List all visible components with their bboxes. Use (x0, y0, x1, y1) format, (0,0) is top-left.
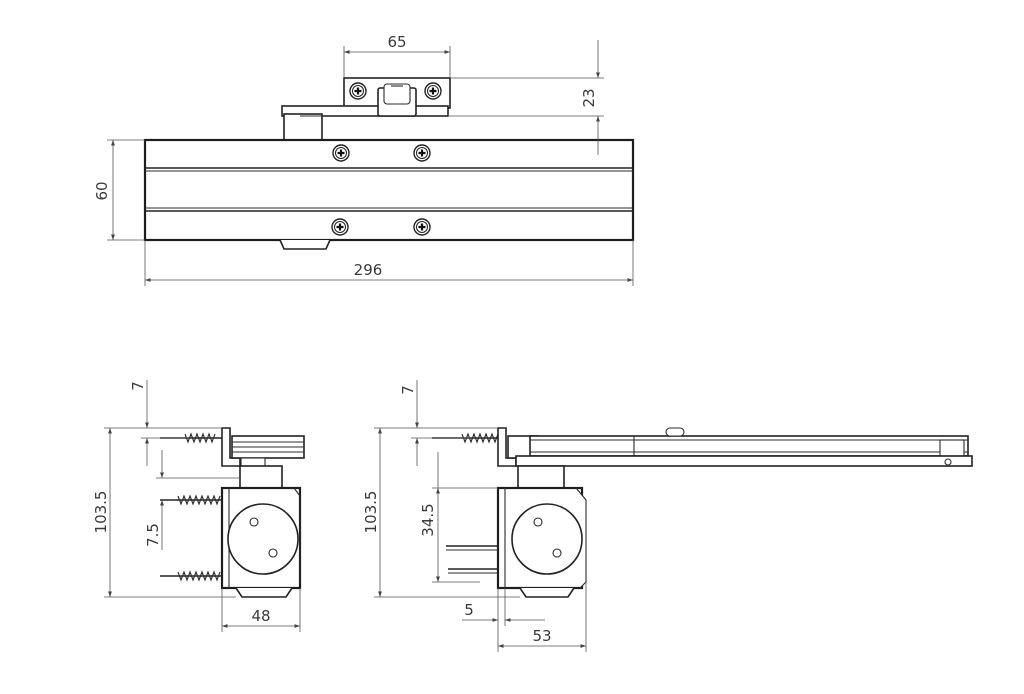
dim-label: 7 (399, 385, 417, 395)
dim-label: 48 (251, 607, 270, 625)
dim-label: 7.5 (144, 523, 162, 547)
closer-arm (515, 427, 973, 467)
wood-screws (432, 432, 500, 574)
dim-label: 23 (580, 88, 598, 107)
dim-body-length: 296 (144, 240, 634, 286)
bracket-screw-right-icon (423, 81, 443, 101)
dim-right-total-height: 103.5 (362, 427, 520, 598)
dim-bracket-height: 23 (448, 40, 604, 155)
dim-label: 65 (387, 33, 406, 51)
dim-right-body-depth: 53 (498, 582, 587, 652)
body-screw-icon (412, 143, 432, 163)
bracket-screw-left-icon (348, 81, 368, 101)
body-screw-icon (330, 217, 350, 237)
dim-left-top-offset: 7 (129, 380, 190, 466)
dim-label: 296 (354, 261, 383, 279)
dim-body-height: 60 (93, 139, 145, 241)
dim-label: 7 (129, 381, 147, 391)
dim-left-screw-spacing: 7.5 (144, 450, 240, 550)
closer-body (143, 138, 635, 250)
body-screw-icon (412, 217, 432, 237)
dim-label: 5 (464, 601, 474, 619)
dim-right-top-offset: 7 (399, 380, 470, 466)
pivot-housing (511, 503, 583, 575)
top-view: 65 23 60 296 (93, 33, 635, 286)
dim-right-plate-offset: 5 (462, 588, 545, 652)
wood-screws (160, 432, 224, 582)
dim-left-body-depth: 48 (221, 588, 301, 632)
dim-left-total-height: 103.5 (92, 427, 236, 598)
side-view-right: 7 103.5 34.5 5 53 (362, 380, 973, 652)
dim-label: 103.5 (362, 491, 380, 534)
dim-right-axis-height: 34.5 (419, 452, 498, 583)
dim-label: 34.5 (419, 503, 437, 536)
dim-label: 53 (532, 627, 551, 645)
pivot-housing (227, 503, 299, 575)
dim-bracket-width: 65 (343, 33, 451, 78)
dim-label: 60 (93, 181, 111, 200)
top-bracket (281, 77, 451, 141)
side-view-left: 7 103.5 7.5 48 (92, 380, 305, 632)
body-screw-icon (331, 143, 351, 163)
dim-label: 103.5 (92, 491, 110, 534)
